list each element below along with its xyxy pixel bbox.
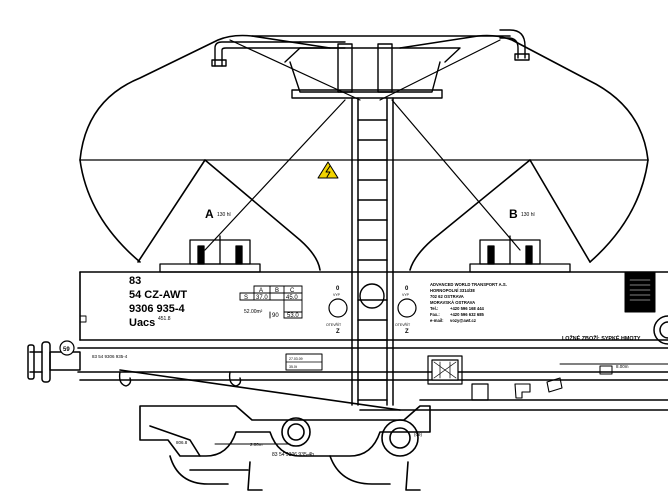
load-table-row2-b: 53.0 [287, 313, 299, 319]
small-plate-right [599, 365, 613, 375]
owner-email: vozy@awt.cz [450, 318, 476, 323]
load-table-grid [239, 285, 303, 319]
valve-left-sub: VYP [333, 293, 341, 297]
valve-right [397, 298, 417, 318]
placard-lines [629, 279, 651, 301]
hook-right [228, 371, 242, 387]
owner-fax-label: Fax.: [430, 312, 440, 317]
load-table-row1-class: S [244, 295, 248, 301]
handbrake-symbol [471, 383, 489, 401]
frame-number-small: 83 54 9306 935-4 [92, 354, 128, 359]
bogie [139, 405, 431, 491]
compartment-a-letter: A [205, 207, 214, 221]
manhole-circle [359, 283, 385, 309]
lever-symbol [514, 383, 531, 399]
box-line1: 27.03.09 [289, 357, 303, 361]
outlet-left [159, 235, 261, 273]
electrical-warning-icon [317, 161, 339, 179]
load-table-header-b: B [275, 288, 279, 294]
marking-line2: 54 CZ-AWT [129, 289, 187, 301]
owner-fax: +420 596 632 685 [450, 312, 485, 317]
compartment-a-volume: 130 hl [217, 212, 231, 218]
owner-tel: +420 596 168 444 [450, 306, 485, 311]
ladder [351, 97, 394, 406]
marking-line3: 9306 935-4 [129, 303, 186, 315]
hopper-body [79, 34, 649, 271]
marking-line4: Uacs [129, 317, 155, 329]
grille-plate [427, 355, 463, 385]
shoe-symbol [546, 377, 563, 393]
valve-right-z: Z [405, 329, 409, 335]
cargo-note: LOŽNÉ ZBOŽÍ: SYPKÉ HMOTY [562, 334, 641, 342]
valve-right-sub: VYP [402, 293, 410, 297]
hook-left [118, 371, 132, 387]
load-table-row1-a: 37.0 [256, 295, 268, 301]
top-platform [284, 43, 461, 99]
compartment-b-letter: B [509, 207, 518, 221]
compartment-b-volume: 130 hl [521, 212, 535, 218]
valve-left-z: Z [336, 329, 340, 335]
load-table-row1-b: 45.0 [286, 295, 298, 301]
right-wheel-hub [653, 315, 668, 345]
badge-59: 59 [59, 340, 75, 356]
code-bottom: (09) [414, 432, 423, 437]
frame-number-bottom: 83 54 9306 935-4b [272, 452, 314, 458]
valve-left [328, 298, 348, 318]
valve-left-bottom: OTEVŘÍT [326, 322, 342, 327]
valve-right-bottom: OTEVŘÍT [395, 322, 411, 327]
owner-email-label: e-mail: [430, 318, 444, 323]
code-left: 806.8 [176, 440, 188, 445]
dimension-lines [214, 363, 668, 445]
marking-superscript: 451.8 [158, 316, 171, 322]
load-table-header-c: C [290, 288, 295, 294]
top-pipework-left [211, 41, 346, 67]
platform-braces [204, 39, 521, 251]
underframe [77, 271, 668, 411]
badge-59-text: 59 [63, 347, 70, 353]
load-table-row2-a: 90 [272, 313, 279, 319]
box-line2: 35.0t [289, 365, 297, 369]
outlet-right [469, 235, 571, 273]
owner-line2: HORNOPOLNÍ 3314/38 [430, 288, 475, 293]
owner-line1: ADVANCED WORLD TRANSPORT A.S. [430, 282, 507, 287]
valve-left-top: 0 [336, 286, 340, 292]
valve-right-top: 0 [405, 286, 409, 292]
load-table-area: 52.00m² [244, 309, 263, 315]
load-table-header-a: A [259, 288, 263, 294]
owner-line3: 702 62 OSTRAVA [430, 294, 464, 299]
dimension-right: 8.00m [616, 364, 629, 369]
info-placard [624, 271, 656, 313]
marking-line1: 83 [129, 275, 141, 287]
dimension-bogie: 2.00m [250, 442, 263, 447]
top-pipework-right [499, 29, 530, 61]
owner-line4: MORAVSKÁ OSTRAVA [430, 300, 475, 305]
owner-tel-label: Tel.: [430, 306, 438, 311]
small-square-left [79, 315, 87, 323]
